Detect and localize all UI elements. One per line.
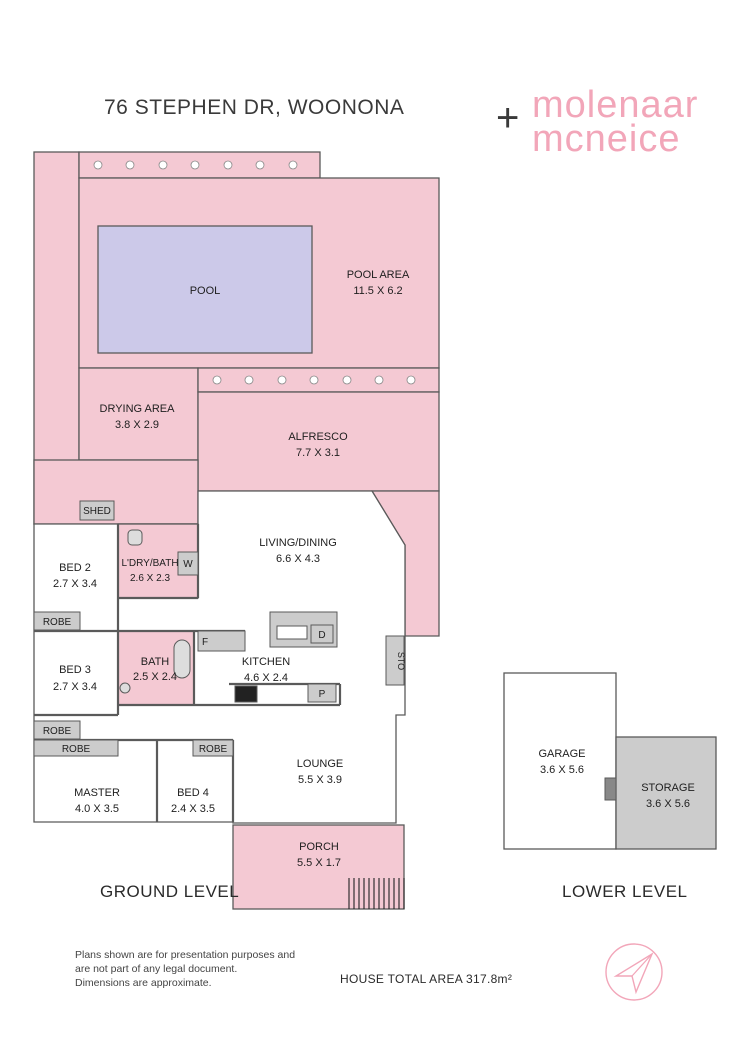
dims-bed4: 2.4 X 3.5: [171, 803, 215, 815]
dims-storage: 3.6 X 5.6: [646, 798, 690, 810]
disclaimer-line: Plans shown are for presentation purpose…: [75, 949, 296, 961]
island-sink: [276, 625, 308, 640]
planter-strip-top: [78, 151, 321, 179]
disclaimer-line: are not part of any legal document.: [75, 963, 238, 975]
brand-logo-line-1: molenaar: [532, 84, 699, 126]
dims-kitchen: 4.6 X 2.4: [244, 672, 288, 684]
dims-bed3: 2.7 X 3.4: [53, 681, 97, 693]
dims-lounge: 5.5 X 3.9: [298, 774, 342, 786]
label-alfresco: ALFRESCO: [288, 431, 348, 443]
lbath-vanity: [127, 529, 143, 546]
pool: [97, 225, 313, 354]
washer-box: [177, 551, 199, 576]
dims-alfresco: 7.7 X 3.1: [296, 447, 340, 459]
ground-level-heading: GROUND LEVEL: [100, 882, 240, 901]
label-washer: W: [183, 559, 193, 570]
fridge-box: [197, 630, 246, 652]
cooktop: [234, 685, 258, 703]
label-bath: BATH: [141, 656, 170, 668]
dims-bath: 2.5 X 2.4: [133, 671, 177, 683]
dishwasher-box: [310, 624, 334, 644]
label-shed: SHED: [83, 506, 111, 517]
dims-porch: 5.5 X 1.7: [297, 857, 341, 869]
robe-bed3: [33, 720, 81, 740]
shed-box: [79, 500, 115, 521]
pantry-box: [307, 683, 337, 703]
house-total-area: HOUSE TOTAL AREA 317.8m²: [340, 972, 513, 986]
label-pool-area: POOL AREA: [347, 269, 410, 281]
rear-yard: [33, 459, 199, 525]
dims-bed2: 2.7 X 3.4: [53, 578, 97, 590]
dims-pool-area: 11.5 X 6.2: [353, 285, 402, 297]
disclaimer: Plans shown are for presentation purpose…: [75, 948, 305, 990]
dims-drying-area: 3.8 X 2.9: [115, 419, 159, 431]
label-storage-cupboard: STO: [396, 652, 406, 670]
dims-master: 4.0 X 3.5: [75, 803, 119, 815]
label-bed4: BED 4: [177, 787, 209, 799]
label-porch: PORCH: [299, 841, 339, 853]
label-bed2: BED 2: [59, 562, 91, 574]
label-master: MASTER: [74, 787, 120, 799]
porch-steps: [348, 878, 405, 909]
label-pantry: P: [319, 689, 326, 700]
label-laundry-bath: L'DRY/BATH: [121, 558, 178, 569]
disclaimer-line: Dimensions are approximate.: [75, 977, 212, 989]
drying-area: [78, 367, 199, 461]
porch: [232, 824, 405, 910]
brand-plus-icon: +: [496, 96, 520, 140]
storage-door: [604, 777, 617, 801]
alfresco: [197, 391, 440, 492]
lower-level-heading: LOWER LEVEL: [562, 882, 688, 901]
label-robe-bed2: ROBE: [43, 617, 72, 628]
label-pool: POOL: [190, 285, 221, 297]
bathtub: [173, 639, 191, 679]
toilet: [119, 682, 131, 694]
planter-flowers: [93, 160, 416, 385]
north-compass-icon: [605, 943, 663, 1001]
label-bed3: BED 3: [59, 664, 91, 676]
label-kitchen: KITCHEN: [242, 656, 290, 668]
label-robe-master: ROBE: [62, 744, 91, 755]
fixtures: [33, 500, 617, 801]
label-storage: STORAGE: [641, 782, 695, 794]
robe-bed2: [33, 611, 81, 631]
brand-logo-line-2: mcneice: [532, 118, 681, 160]
label-lounge: LOUNGE: [297, 758, 343, 770]
garage: [503, 672, 617, 850]
label-fridge: F: [202, 637, 208, 648]
dims-living-dining: 6.6 X 4.3: [276, 553, 320, 565]
label-living-dining: LIVING/DINING: [259, 537, 337, 549]
label-drying-area: DRYING AREA: [100, 403, 176, 415]
label-robe-bed4: ROBE: [199, 744, 228, 755]
storage: [615, 736, 717, 850]
storage-cupboard: [385, 635, 405, 686]
house-interior: [33, 490, 406, 824]
dims-garage: 3.6 X 5.6: [540, 764, 584, 776]
label-garage: GARAGE: [538, 748, 585, 760]
property-address: 76 STEPHEN DR, WOONONA: [104, 96, 405, 119]
robe-bed4: [192, 739, 234, 757]
label-dishwasher: D: [318, 630, 325, 641]
dims-laundry-bath: 2.6 X 2.3: [130, 573, 170, 584]
label-robe-bed3: ROBE: [43, 726, 72, 737]
planter-strip-alfresco: [197, 367, 440, 393]
robe-master: [33, 739, 119, 757]
